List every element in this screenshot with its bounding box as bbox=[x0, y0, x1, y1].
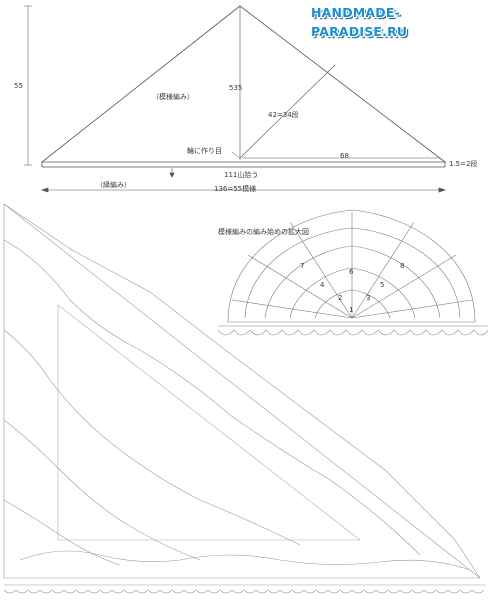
round-number: 4 bbox=[320, 281, 325, 289]
start-label: 輪に作り目 bbox=[187, 147, 222, 155]
round-number: 1 bbox=[349, 306, 354, 314]
border-label: （縁編み） bbox=[96, 181, 131, 189]
round-number: 6 bbox=[349, 268, 354, 276]
round-number: 2 bbox=[338, 294, 343, 302]
mountains-label: 111山拾う bbox=[224, 171, 259, 179]
pattern-label: （模様編み） bbox=[152, 93, 194, 101]
start-arrow bbox=[231, 151, 241, 159]
round-number: 8 bbox=[400, 262, 405, 270]
height-label: 55 bbox=[14, 82, 23, 90]
round-number: 7 bbox=[300, 262, 305, 270]
rows-label: 42=34段 bbox=[268, 111, 299, 119]
round-number: 5 bbox=[380, 281, 385, 289]
site-logo: HANDMADE-PARADISE.RU bbox=[311, 2, 489, 39]
shawl-outline bbox=[40, 5, 447, 163]
round-number: 3 bbox=[366, 294, 371, 302]
height-cm-label: 535 bbox=[229, 84, 243, 92]
detail-fan-diagram bbox=[217, 209, 489, 336]
width-label: 68 bbox=[340, 152, 349, 160]
shawl-schematic bbox=[24, 5, 447, 193]
total-width-label: 136=55模様 bbox=[214, 185, 257, 193]
slant-dimension-line bbox=[239, 64, 336, 159]
logo-text: HANDMADE-PARADISE.RU bbox=[311, 5, 408, 39]
edge-label: 1.5=2段 bbox=[449, 160, 478, 168]
lace-chart bbox=[3, 203, 486, 594]
detail-caption: 模様編みの編み始めの拡大図 bbox=[218, 228, 309, 236]
